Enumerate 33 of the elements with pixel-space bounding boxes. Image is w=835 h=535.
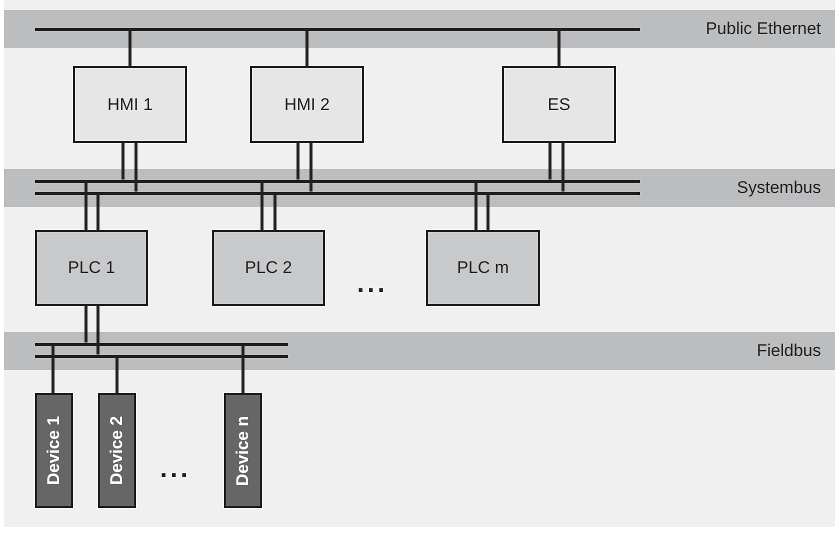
bus-name: Fieldbus bbox=[756, 341, 821, 361]
bus-connection bbox=[474, 181, 490, 232]
device-box: Device 2 bbox=[98, 393, 136, 508]
bus-line bbox=[35, 28, 640, 30]
bus-name: Systembus bbox=[736, 178, 821, 198]
bus-connection bbox=[52, 346, 54, 393]
bus-connection bbox=[122, 142, 138, 193]
controller-box: PLC 2 bbox=[212, 230, 325, 306]
controller-box: PLC m bbox=[426, 230, 540, 306]
controller-box: HMI 2 bbox=[250, 66, 364, 143]
bus-band bbox=[4, 332, 835, 370]
bus-band bbox=[4, 10, 835, 48]
bus-name: Public Ethernet bbox=[706, 19, 821, 39]
bus-connection bbox=[84, 304, 100, 356]
bus-connection bbox=[128, 30, 132, 66]
bus-connection bbox=[242, 346, 244, 393]
ellipsis-label: ... bbox=[160, 455, 191, 481]
device-box: Device n bbox=[224, 393, 262, 508]
bus-connection bbox=[558, 30, 560, 66]
bus-band bbox=[4, 169, 835, 207]
bus-connection bbox=[84, 181, 100, 232]
controller-box: HMI 1 bbox=[73, 66, 187, 143]
bus-connection bbox=[306, 30, 308, 66]
device-box: Device 1 bbox=[35, 393, 73, 508]
controller-box: ES bbox=[502, 66, 616, 143]
bus-connection bbox=[296, 142, 312, 193]
bus-line bbox=[35, 180, 640, 194]
bus-connection bbox=[548, 142, 564, 193]
bus-connection bbox=[116, 358, 118, 393]
bus-line bbox=[35, 342, 288, 358]
ellipsis-label: ... bbox=[357, 270, 388, 296]
bus-connection bbox=[260, 181, 276, 232]
controller-box: PLC 1 bbox=[35, 230, 148, 306]
